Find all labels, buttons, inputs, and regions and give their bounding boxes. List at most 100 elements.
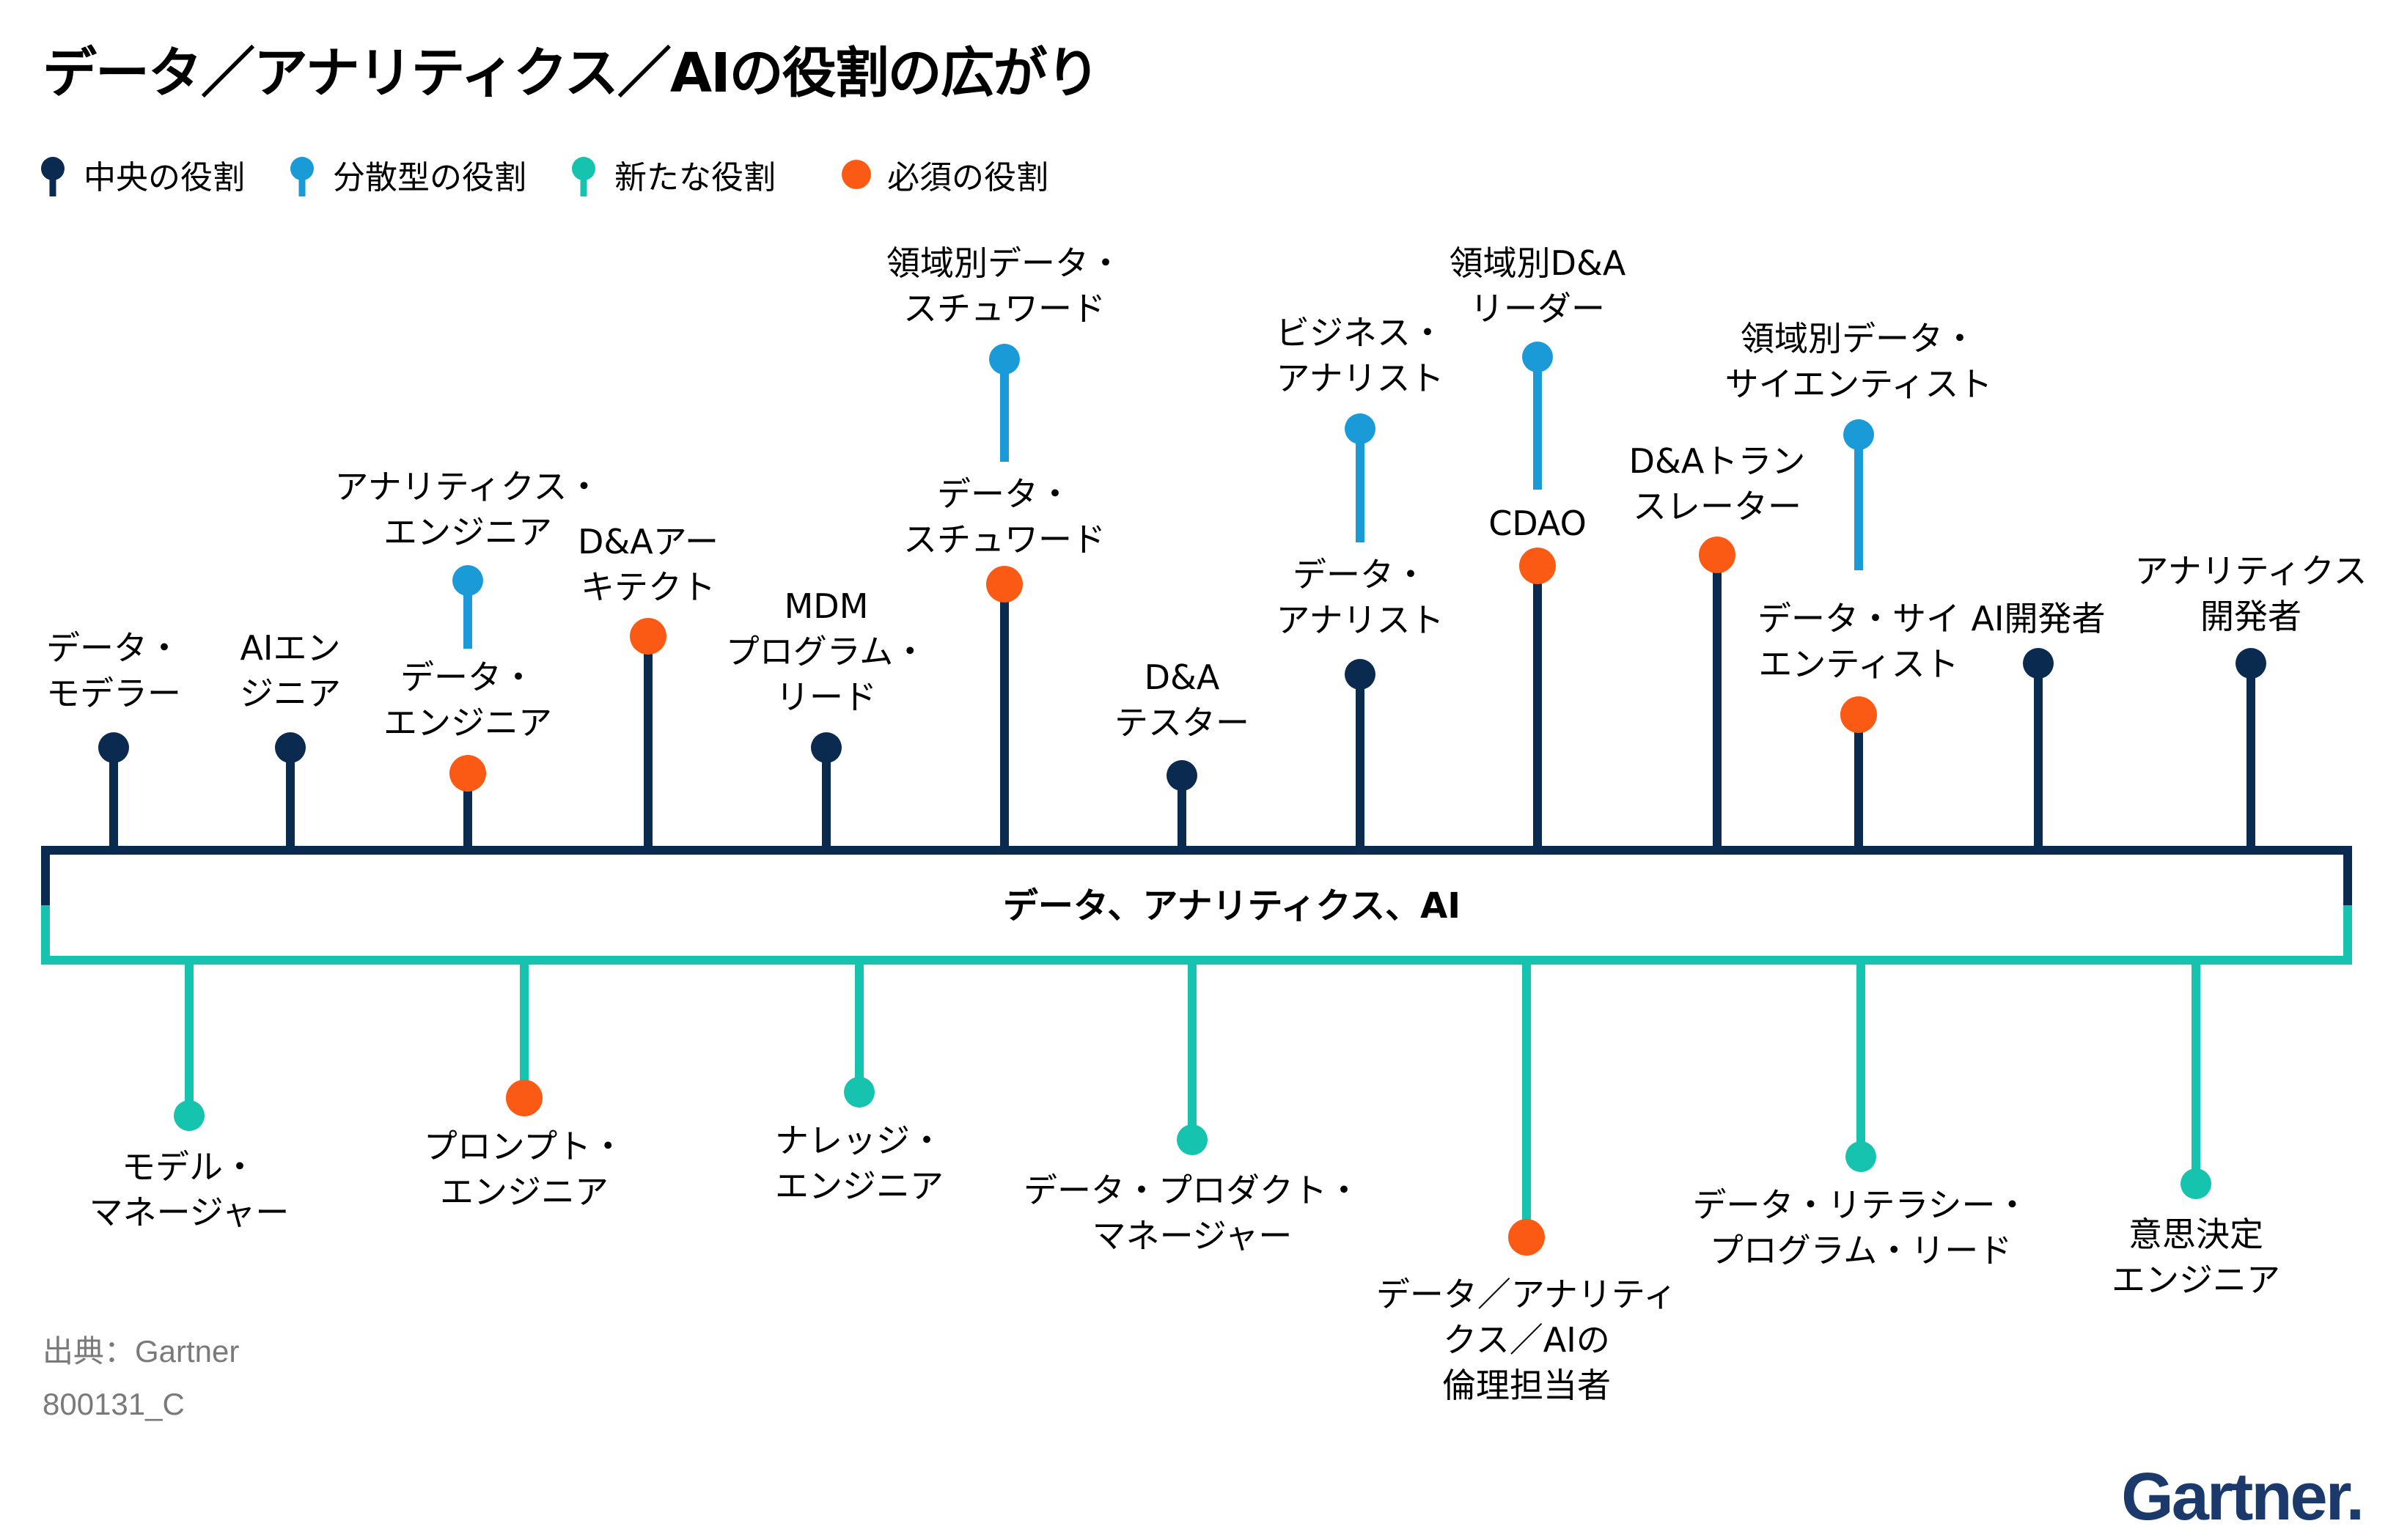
top-role-label: CDAO (1488, 504, 1587, 543)
top-role-label-line: テスター (1114, 703, 1249, 743)
emerging-role-dot (844, 1077, 875, 1108)
distributed-role-label: 領域別データ・スチュワード (886, 243, 1123, 328)
bottom-role-label: プロンプト・エンジニア (424, 1127, 625, 1212)
top-role-label-line: 開発者 (2200, 597, 2301, 636)
distributed-role-label-line: エンジニア (383, 512, 552, 552)
bottom-role-label: 意思決定エンジニア (2112, 1215, 2280, 1300)
top-role-label-line: データ・サイ (1757, 599, 1960, 638)
bottom-role-label-line: データ・リテラシー・ (1692, 1185, 2029, 1225)
distributed-role-label: 領域別D&A リーダー (1450, 243, 1626, 328)
central-role-dot (2023, 648, 2054, 679)
distributed-role-label-line: サイエンティスト (1725, 364, 1993, 404)
essential-role-dot (1519, 548, 1556, 584)
bottom-role-label-line: データ／アナリティ (1376, 1275, 1677, 1314)
legend-item-central: 中央の役割 (38, 152, 245, 196)
top-role-label: データ・スチュワード (903, 474, 1106, 559)
distributed-role-label: アナリティクス・エンジニア (335, 467, 601, 552)
legend-item-essential: 必須の役割 (842, 152, 1048, 196)
emerging-role-dot (2181, 1168, 2211, 1199)
central-role-dot (2235, 648, 2266, 679)
bottom-role-label-line: マネージャー (89, 1193, 290, 1232)
top-role-label: D&Aアーキテクト (578, 522, 719, 607)
essential-role-dot (506, 1080, 543, 1116)
top-role-label-line: リード (776, 677, 877, 717)
essential-role-dot (986, 566, 1023, 603)
legend-label-central: 中央の役割 (84, 159, 245, 196)
distributed-role-label-line: アナリスト (1276, 358, 1444, 398)
top-role-label: データ・アナリスト (1276, 555, 1444, 640)
emerging-role-dot (1177, 1124, 1208, 1155)
bottom-role-label-line: 倫理担当者 (1442, 1366, 1611, 1405)
top-role-label-line: MDM (785, 586, 869, 626)
top-role-label-line: アナリスト (1276, 600, 1444, 640)
bottom-role-label-line: プロンプト・ (424, 1127, 625, 1166)
top-role-label-line: データ・ (1293, 555, 1428, 594)
distributed-role-label: 領域別データ・サイエンティスト (1725, 319, 1993, 404)
legend-item-distributed: 分散型の役割 (287, 152, 526, 196)
distributed-role-dot (989, 344, 1020, 375)
top-role-label-line: スチュワード (903, 520, 1106, 559)
bottom-role-label-line: エンジニア (775, 1166, 944, 1206)
top-role-label: AIエンジニア (240, 628, 341, 713)
distributed-role-label-line: アナリティクス・ (335, 467, 601, 506)
central-role-dot (1167, 760, 1197, 791)
legend-pin-distributed (290, 157, 314, 196)
top-role-label-line: D&Aアー (578, 522, 719, 561)
distributed-role-label-line: 領域別データ・ (1741, 319, 1977, 358)
distributed-role-label: ビジネス・アナリスト (1276, 313, 1444, 398)
essential-role-dot (449, 755, 486, 792)
top-role-label: D&A テスター (1114, 657, 1249, 743)
top-role-label: データ・エンジニア (383, 657, 552, 743)
distributed-role-dot (1843, 419, 1874, 450)
top-role-label-line: アナリティクス (2135, 551, 2367, 591)
essential-role-dot (1699, 537, 1735, 573)
top-role-label-line: AIエン (240, 628, 340, 668)
legend-label-distributed: 分散型の役割 (333, 159, 526, 196)
top-role-label-line: キテクト (581, 567, 716, 607)
bottom-role-label-line: 意思決定 (2128, 1215, 2263, 1254)
central-role-dot (98, 732, 129, 763)
essential-role-dot (1508, 1219, 1545, 1256)
distributed-role-label-line: 領域別D&A (1450, 243, 1626, 283)
top-role-label: MDM プログラム・リード (726, 586, 927, 717)
top-role-label: データ・モデラー (46, 628, 181, 713)
top-role-label-line: エンジニア (383, 703, 552, 743)
central-role-dot (811, 732, 842, 763)
legend-pin-emerging (572, 157, 595, 196)
top-role-label-line: データ・ (46, 628, 181, 668)
page-title: データ／アナリティクス／AIの役割の広がり (43, 42, 1101, 105)
top-role-label-line: D&A (1145, 657, 1220, 697)
emerging-role-dot (1845, 1141, 1876, 1172)
bottom-role-label-line: データ・プロダクト・ (1024, 1171, 1361, 1210)
top-role-label-line: データ・ (937, 474, 1072, 514)
bottom-role-label: データ・リテラシー・プログラム・リード (1692, 1185, 2029, 1270)
emerging-role-dot (174, 1100, 205, 1131)
core-bar (45, 850, 2348, 960)
top-role-label-line: プログラム・ (726, 632, 927, 671)
distributed-role-dot (452, 565, 483, 596)
gartner-logo-text: Gartner (2121, 1459, 2348, 1534)
top-role-label: D&Aトランスレーター (1629, 441, 1806, 526)
top-role-label: AI開発者 (1971, 599, 2105, 638)
bottom-role-label: モデル・マネージャー (89, 1147, 290, 1232)
legend-label-emerging: 新たな役割 (614, 159, 776, 196)
core-bar-label: データ、アナリティクス、AI (1003, 885, 1461, 926)
top-role-label-line: エンティスト (1758, 644, 1958, 684)
legend-item-emerging: 新たな役割 (569, 152, 776, 196)
top-role-label-line: D&Aトラン (1629, 441, 1806, 481)
source-note: 出典：Gartner (43, 1334, 240, 1368)
central-role-dot (1345, 659, 1375, 690)
top-role-label-line: AI開発者 (1971, 599, 2105, 638)
top-role-label: アナリティクス開発者 (2135, 551, 2367, 636)
essential-role-dot (1840, 696, 1877, 733)
bottom-role-label-line: マネージャー (1092, 1216, 1293, 1256)
bottom-role-label: データ／アナリティクス／AIの倫理担当者 (1376, 1275, 1677, 1405)
legend-pin-central (41, 157, 65, 196)
bottom-role-label: ナレッジ・エンジニア (775, 1121, 944, 1206)
top-role-label-line: モデラー (46, 674, 181, 713)
distributed-role-label-line: リーダー (1470, 289, 1605, 328)
legend-dot-essential (842, 160, 871, 189)
